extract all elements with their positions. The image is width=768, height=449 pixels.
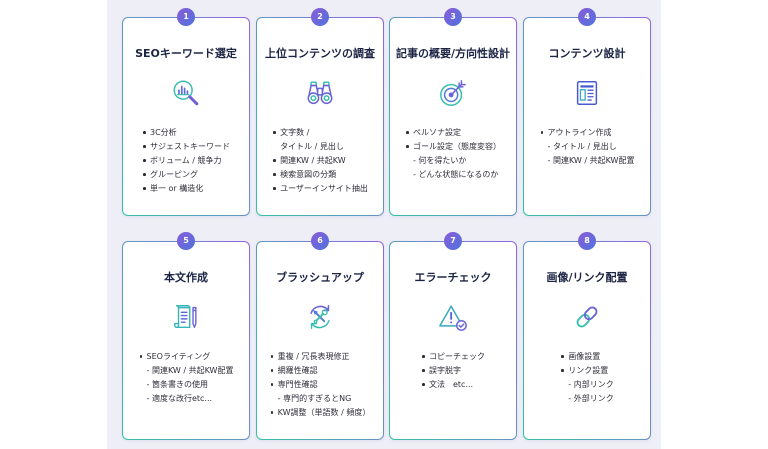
step-number: 4 (584, 11, 590, 21)
step-title: SEOキーワード選定 (135, 47, 237, 60)
sub-list-item: - 専門的すぎるとNG (277, 393, 352, 403)
step-card-3: 3 記事の概要/方向性設計 ペルソナ設定 ゴール設定（態度変容） - 何を得たい… (389, 7, 517, 216)
step-number: 1 (183, 11, 189, 21)
list-item: 網羅性確認 (270, 364, 371, 378)
step-number-badge: 2 (311, 7, 329, 26)
step-item-list: SEOライティング - 関連KW / 共起KW配置 - 箇条書きの使用 - 適度… (139, 350, 234, 406)
list-item: 専門性確認 (270, 378, 371, 392)
list-item: 3C分析 (142, 126, 230, 140)
document-layout-icon (572, 78, 602, 108)
step-card-2: 2 上位コンテンツの調査 文字数 / タイトル / 見出し 関連KW / 共起K… (256, 7, 384, 216)
step-title: ブラッシュアップ (276, 271, 364, 284)
sub-list-item: - 内部リンク (568, 379, 614, 389)
sub-list-item: - 何を得たいか (413, 155, 467, 165)
step-item-list: 文字数 / タイトル / 見出し 関連KW / 共起KW 検索意図の分類 ユーザ… (272, 126, 368, 196)
step-item-list: コピーチェック 誤字脱字 文法 etc... (421, 350, 485, 392)
step-title: 本文作成 (164, 271, 208, 284)
step-number-badge: 7 (444, 231, 462, 250)
list-item: 単一 or 構造化 (142, 182, 230, 196)
chain-link-icon (572, 302, 602, 332)
step-item-list: ペルソナ設定 ゴール設定（態度変容） - 何を得たいか - どんな状態になるのか (405, 126, 501, 182)
sub-list-item: - 関連KW / 共起KW配置 (146, 365, 234, 375)
list-item: ユーザーインサイト抽出 (272, 182, 368, 196)
step-number: 8 (584, 235, 590, 245)
sub-list-item: - 外部リンク (568, 393, 614, 403)
step-number: 6 (317, 235, 323, 245)
sub-list-item: - 関連KW / 共起KW配置 (547, 155, 635, 165)
step-card-7: 7 エラーチェック コピーチェック 誤字脱字 文法 etc... (389, 231, 517, 440)
step-card-4: 4 コンテンツ設計 アウトライン作成 - タイトル / 見出し - 関連KW /… (523, 7, 651, 216)
list-item: ペルソナ設定 (405, 126, 501, 140)
step-card-1: 1 SEOキーワード選定 3C分析 サジェストキーワード ボリューム / 競争力… (122, 7, 250, 216)
list-item: リンク設置 (560, 364, 613, 378)
step-title: 上位コンテンツの調査 (265, 47, 375, 60)
step-number-badge: 5 (177, 231, 195, 250)
list-item: 文字数 / (272, 126, 368, 140)
list-item: KW調整（単語数 / 頻度） (270, 406, 370, 420)
list-item: SEOライティング (139, 350, 234, 364)
list-item: ボリューム / 競争力 (142, 154, 230, 168)
list-item: 関連KW / 共起KW (272, 154, 368, 168)
list-item: アウトライン作成 (540, 126, 635, 140)
step-item-list: 3C分析 サジェストキーワード ボリューム / 競争力 グルーピング 単一 or… (142, 126, 230, 196)
step-number: 2 (317, 11, 323, 21)
target-arrow-icon (438, 78, 468, 108)
sub-list-item: - どんな状態になるのか (413, 169, 499, 179)
step-item-list: アウトライン作成 - タイトル / 見出し - 関連KW / 共起KW配置 (540, 126, 635, 168)
step-title: 画像/リンク配置 (546, 271, 628, 284)
list-item: 文法 etc... (421, 378, 485, 392)
step-number: 3 (450, 11, 456, 21)
sub-list-item: - タイトル / 見出し (547, 141, 617, 151)
list-item: 重複 / 冗長表現修正 (270, 350, 371, 364)
step-number-badge: 6 (311, 231, 329, 250)
step-card-6: 6 ブラッシュアップ 重複 / 冗長表現修正 網羅性確認 専門性確認 - 専門的… (256, 231, 384, 440)
step-title: コンテンツ設計 (548, 47, 626, 60)
list-item: サジェストキーワード (142, 140, 230, 154)
step-card-8: 8 画像/リンク配置 画像設置 リンク設置 - 内部リンク - 外部リンク (523, 231, 651, 440)
warning-check-icon (438, 302, 468, 332)
scroll-pen-icon (171, 302, 201, 332)
sub-list-item: - 適度な改行etc... (146, 393, 213, 403)
sub-list-item: - 箇条書きの使用 (146, 379, 208, 389)
step-item-list: 重複 / 冗長表現修正 網羅性確認 専門性確認 - 専門的すぎるとNG KW調整… (270, 350, 371, 420)
binoculars-icon (305, 78, 335, 108)
list-item: 誤字脱字 (421, 364, 485, 378)
step-card-5: 5 本文作成 SEOライティング - 関連KW / 共起KW配置 - 箇条書きの… (122, 231, 250, 440)
step-number-badge: 4 (578, 7, 596, 26)
step-number: 7 (450, 235, 456, 245)
step-item-list: 画像設置 リンク設置 - 内部リンク - 外部リンク (560, 350, 614, 406)
step-number: 5 (183, 235, 189, 245)
step-number-badge: 1 (177, 7, 195, 26)
tools-cycle-icon (305, 302, 335, 332)
step-title: 記事の概要/方向性設計 (395, 47, 511, 60)
list-item: ゴール設定（態度変容） (405, 140, 501, 154)
list-item: グルーピング (142, 168, 230, 182)
list-item: 検索意図の分類 (272, 168, 368, 182)
step-number-badge: 3 (444, 7, 462, 26)
step-title: エラーチェック (414, 271, 492, 284)
list-item: 画像設置 (560, 350, 613, 364)
magnifier-chart-icon (171, 78, 201, 108)
list-item: コピーチェック (421, 350, 485, 364)
sub-list-item: タイトル / 見出し (280, 141, 344, 151)
step-number-badge: 8 (578, 231, 596, 250)
